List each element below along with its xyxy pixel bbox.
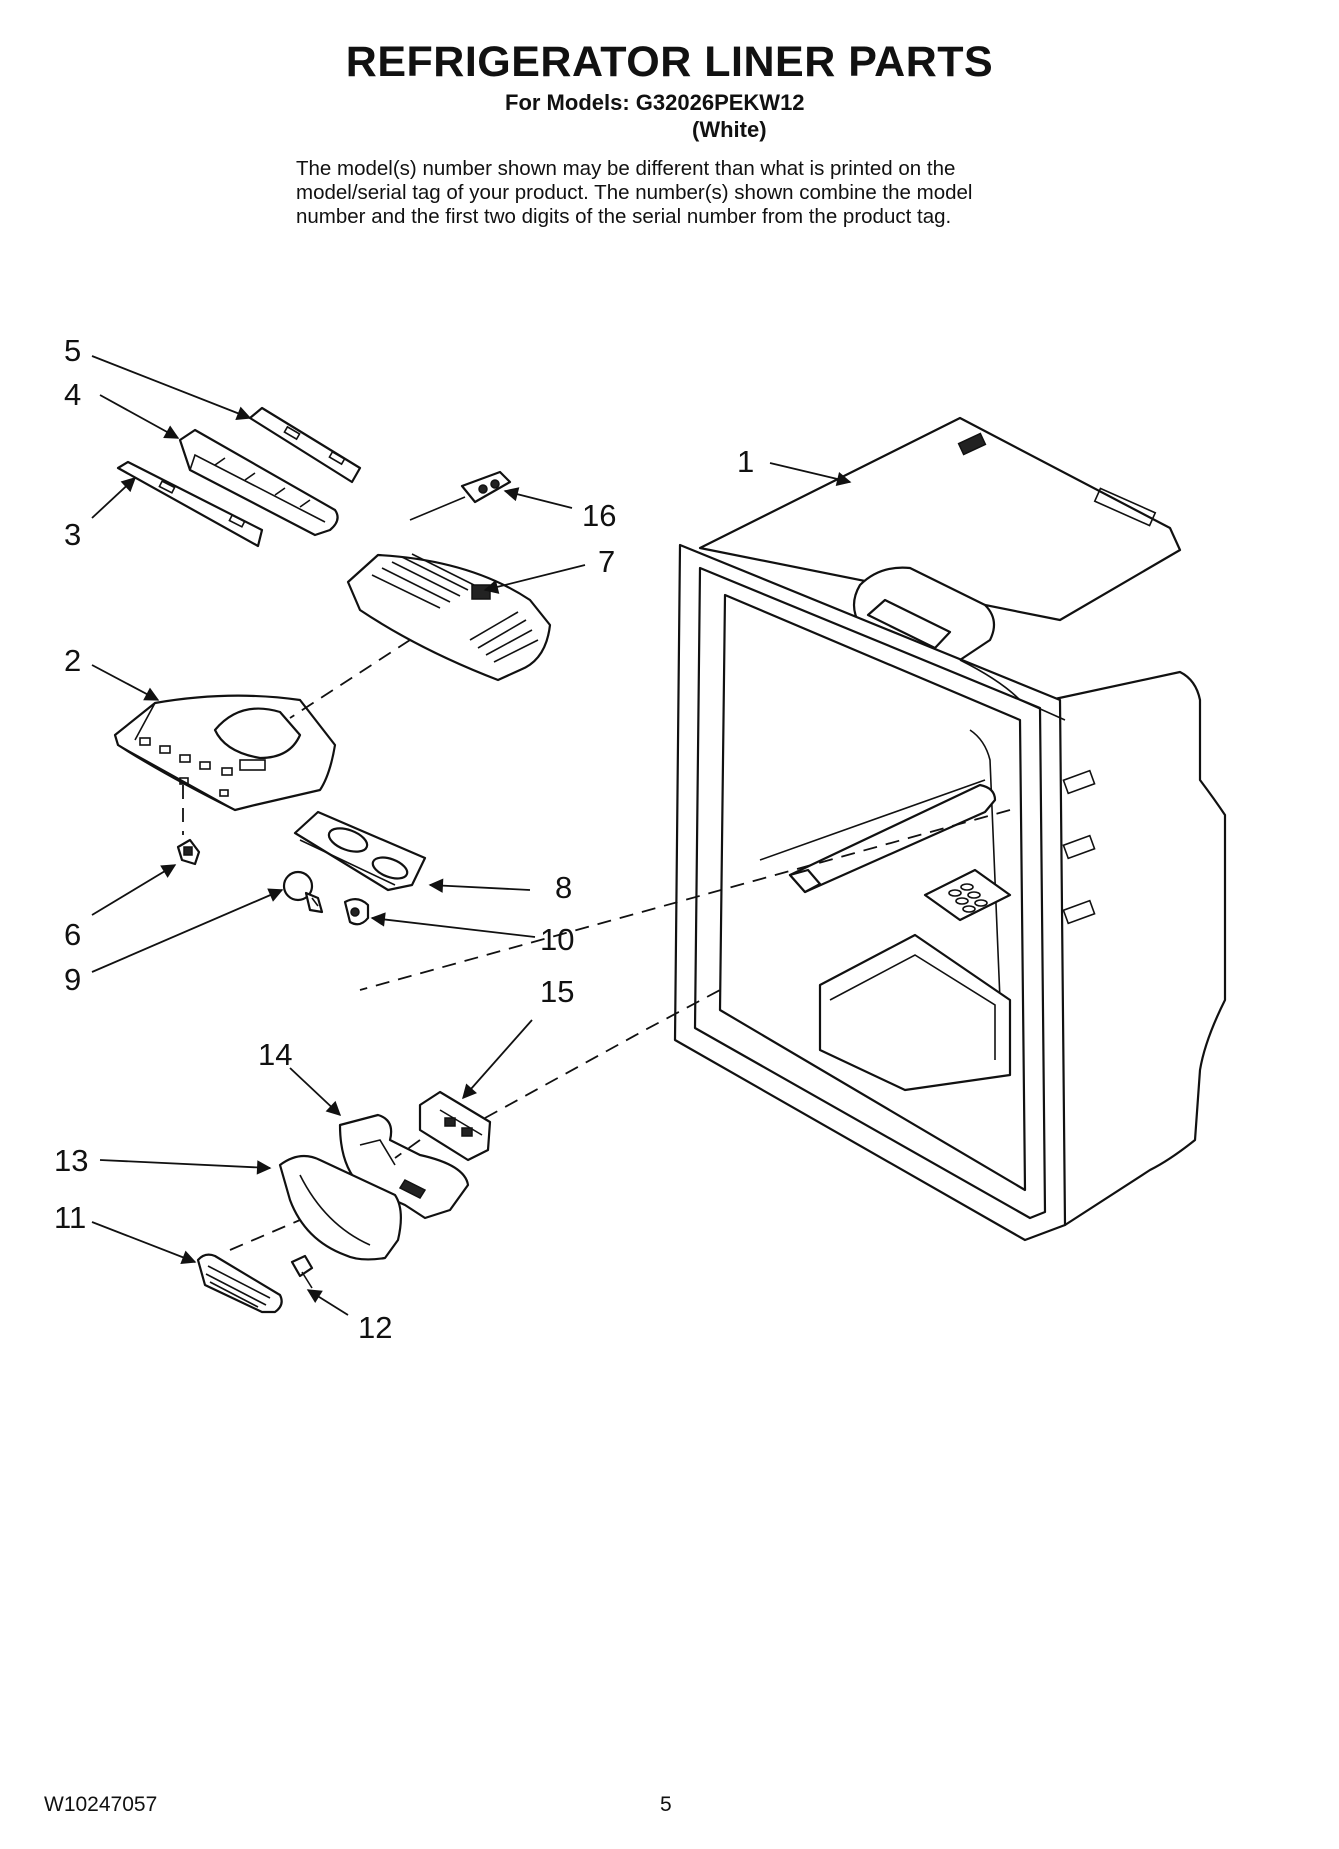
callout-labels: 1 5 4 3 16 7 2 8 6 10 9 15 14 13 11 12 — [54, 333, 754, 1345]
leader-lines — [91, 355, 852, 1316]
part-3-trim-strip — [116, 460, 264, 548]
callout-6: 6 — [64, 917, 81, 952]
callout-14: 14 — [258, 1037, 292, 1072]
callout-16: 16 — [582, 498, 616, 533]
part-1-liner — [673, 416, 1227, 1242]
document-number: W10247057 — [44, 1793, 158, 1816]
callout-7: 7 — [598, 544, 615, 579]
page-number: 5 — [660, 1793, 672, 1816]
callout-9: 9 — [64, 962, 81, 997]
part-12-screw — [290, 1254, 314, 1289]
callout-3: 3 — [64, 517, 81, 552]
part-4-control-housing — [178, 428, 339, 537]
callout-4: 4 — [64, 377, 81, 412]
part-6-switch — [176, 838, 201, 866]
note-line-3: number and the first two digits of the s… — [296, 205, 952, 228]
callout-15: 15 — [540, 974, 574, 1009]
part-11-grille-cap — [196, 1253, 283, 1314]
part-9-bulb — [282, 870, 324, 914]
callout-1: 1 — [737, 444, 754, 479]
part-5-cover-strip — [248, 406, 362, 484]
part-15-control-board — [418, 1090, 492, 1162]
note-line-2: model/serial tag of your product. The nu… — [296, 181, 973, 204]
callout-2: 2 — [64, 643, 81, 678]
color-line: (White) — [692, 117, 767, 142]
part-16-sensor — [409, 470, 512, 521]
callout-10: 10 — [540, 922, 574, 957]
callout-13: 13 — [54, 1143, 88, 1178]
part-10-socket — [343, 898, 370, 926]
callout-11: 11 — [54, 1200, 86, 1235]
models-line: For Models: G32026PEKW12 — [505, 90, 805, 115]
callout-8: 8 — [555, 870, 572, 905]
assembly-dashed-lines — [182, 639, 1011, 1251]
page-title: REFRIGERATOR LINER PARTS — [345, 38, 994, 86]
callout-12: 12 — [358, 1310, 392, 1345]
part-14-dispenser-housing — [338, 1113, 470, 1220]
note-line-1: The model(s) number shown may be differe… — [296, 157, 956, 180]
callout-5: 5 — [64, 333, 81, 368]
part-13-cover — [278, 1154, 402, 1261]
part-7-fan-cover — [346, 553, 552, 682]
part-2-housing — [113, 694, 337, 812]
model-note: The model(s) number shown may be differe… — [296, 157, 1096, 229]
part-8-light-housing — [293, 810, 427, 892]
